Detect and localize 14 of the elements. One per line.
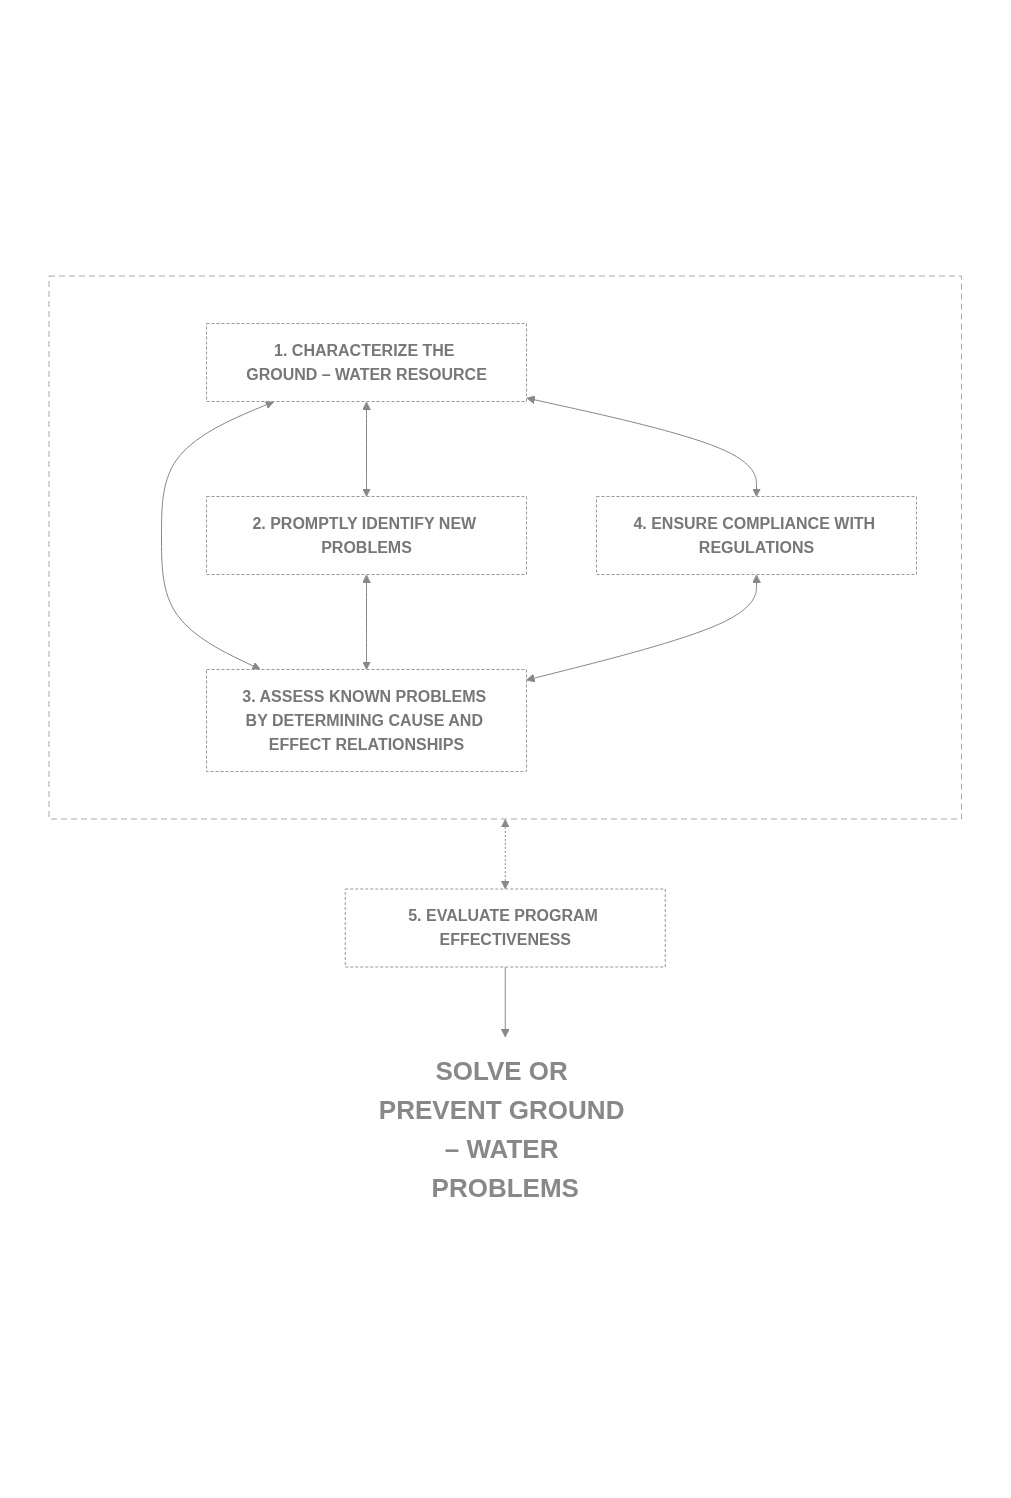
arrow bbox=[362, 401, 372, 497]
arrow bbox=[161, 400, 275, 670]
node-text: SOLVE OR PREVENT GROUND – WATER PROBLEMS bbox=[379, 1055, 625, 1203]
arrow bbox=[362, 574, 372, 670]
node-box: 1. CHARACTERIZE THE GROUND – WATER RESOURCE bbox=[206, 322, 528, 402]
node-box: 2. PROMPTLY IDENTIFY NEW PROBLEMS bbox=[206, 495, 528, 575]
node-box: 5. EVALUATE PROGRAM EFFECTIVENESS bbox=[345, 888, 666, 967]
node-box: 4. ENSURE COMPLIANCE WITH REGULATIONS bbox=[596, 495, 918, 575]
node-box: 3. ASSESS KNOWN PROBLEMS BY DETERMINING CAUSE AND EFFECT RELATIONSHIPS bbox=[206, 668, 528, 772]
arrow bbox=[526, 395, 762, 497]
arrow bbox=[501, 818, 510, 889]
arrow bbox=[501, 966, 510, 1037]
arrow bbox=[526, 574, 762, 682]
cluster bbox=[48, 275, 963, 819]
